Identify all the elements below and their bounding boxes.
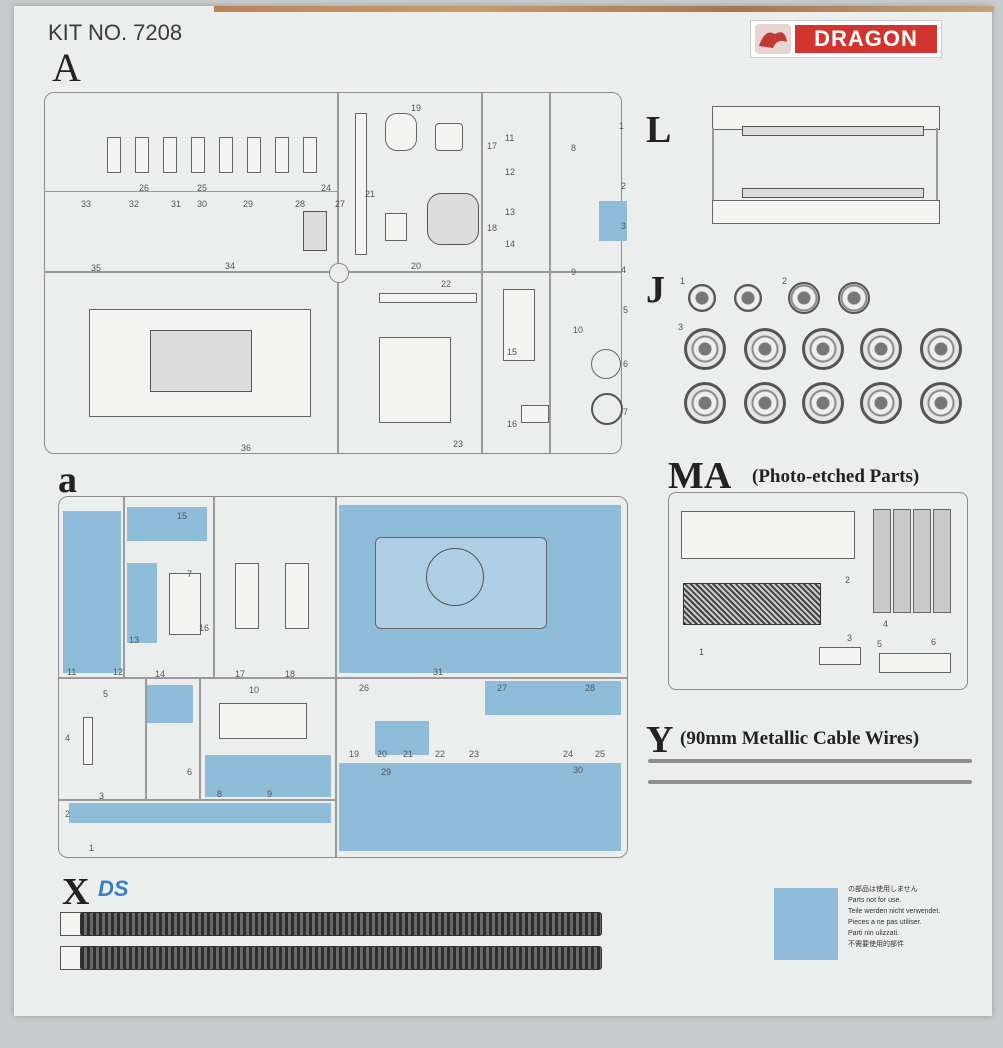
- kit-number: KIT NO. 7208: [48, 20, 183, 45]
- sprue-l-frame: [702, 106, 948, 224]
- sprue-ma-caption: (Photo-etched Parts): [752, 466, 920, 487]
- brand-name: DRAGON: [795, 25, 937, 53]
- track-link: [80, 912, 602, 936]
- track-link: [80, 946, 602, 970]
- dragon-emblem-icon: [755, 24, 791, 54]
- ds-badge: DS: [98, 876, 129, 901]
- box-art-strip: [214, 6, 994, 12]
- sprue-y-caption: (90mm Metallic Cable Wires): [680, 728, 920, 749]
- cable-wire: [648, 780, 972, 784]
- sprue-x-letter: X: [62, 871, 90, 913]
- sprue-a-letter: A: [52, 45, 81, 90]
- sprue-a-frame: 19 26 25 24 21 17 11 1 12 18 13 14 33 32…: [44, 92, 628, 454]
- legend-text: の部品は使用しません Parts not for use. Teile werd…: [848, 886, 941, 948]
- sprue-y-letter: Y: [646, 719, 674, 761]
- sprue-j-letter: J: [646, 269, 665, 311]
- sprue-l-letter: L: [646, 109, 672, 151]
- hull-part: [89, 309, 311, 417]
- upper-hull-part: [375, 537, 547, 629]
- cable-wire: [648, 759, 972, 763]
- sprue-j-frame: 1 2 3: [678, 274, 968, 434]
- sprue-ma-letter: MA: [668, 455, 732, 497]
- sprue-a-lower-letter: a: [58, 459, 77, 501]
- sprue-a-lower-frame: 15 7 16 13 11 12 14 17 18 31 5 10 26 27 …: [58, 496, 628, 858]
- brand-logo: DRAGON: [750, 20, 942, 58]
- unused-parts-swatch: [774, 888, 838, 960]
- photo-etched-frame: 2 4 1 3 5 6: [668, 492, 968, 690]
- instruction-sheet: KIT NO. 7208 DRAGON A: [14, 6, 994, 1016]
